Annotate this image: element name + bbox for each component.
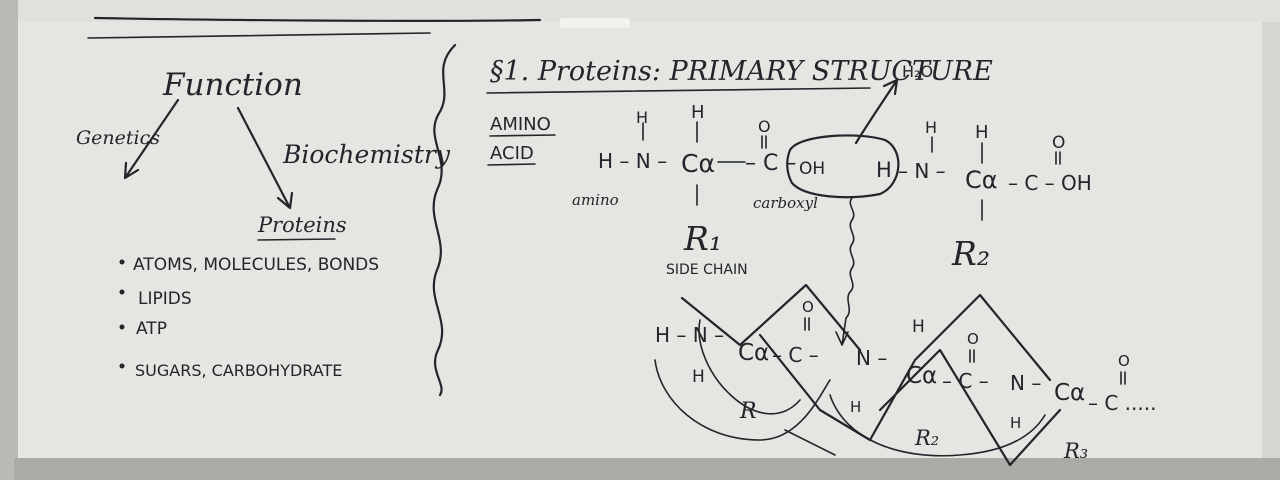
- chain-o2: O: [967, 330, 979, 348]
- backbone-tick: [784, 429, 836, 456]
- chain-start: H – N –: [655, 323, 724, 347]
- chain-o3-bond: [1120, 371, 1126, 385]
- board-bottom-ledge: [14, 458, 1280, 480]
- mol1-double-bond: [761, 135, 767, 149]
- mol1-r: R₁: [683, 219, 722, 258]
- mol2-double-bond: [1055, 151, 1061, 165]
- acid-label: ACID: [490, 143, 534, 164]
- bullet-sugars: SUGARS, CARBOHYDRATE: [135, 361, 342, 380]
- water-loop: [786, 134, 900, 199]
- amino-annotation: amino: [572, 191, 619, 209]
- arrow-to-genetics: [123, 98, 180, 180]
- chain-o1-bond: [804, 317, 810, 331]
- chain-end: – C .....: [1088, 391, 1156, 415]
- chain-o3: O: [1118, 352, 1130, 370]
- proteins-underline: [257, 238, 336, 241]
- carboxyl-annotation: carboxyl: [753, 194, 818, 212]
- arrow-to-proteins: [236, 106, 294, 210]
- side-chain-label: SIDE CHAIN: [666, 262, 748, 278]
- mol1-alpha-c: Cα: [681, 149, 715, 178]
- backbone-zigzag-2: [758, 293, 1052, 442]
- mol2-tail: – C – OH: [1008, 171, 1092, 195]
- bullet-atp: ATP: [136, 319, 167, 339]
- chain-h2: H: [912, 317, 925, 337]
- mol2-carbonyl-o: O: [1052, 133, 1065, 153]
- proteins-label: Proteins: [257, 213, 347, 237]
- wavy-divider: [432, 43, 457, 397]
- function-label: Function: [162, 67, 303, 103]
- water-label: H₂O: [902, 62, 933, 81]
- chain-n3: N –: [1010, 371, 1041, 395]
- bullet-3: [119, 324, 125, 330]
- bullet-lipids: LIPIDS: [138, 289, 192, 309]
- amino-label: AMINO: [490, 114, 551, 135]
- chain-n2-h: H: [850, 398, 861, 416]
- backbone-loop-2: [698, 319, 801, 415]
- chain-o2-bond: [969, 349, 975, 363]
- mol2-amine: – N –: [898, 159, 946, 183]
- backbone-loop-3: [829, 394, 1046, 457]
- bullet-4: [119, 363, 125, 369]
- board-right-edge: [1262, 22, 1280, 480]
- chain-start-h: H: [692, 367, 705, 387]
- board-clip: [560, 18, 630, 28]
- genetics-label: Genetics: [76, 127, 160, 149]
- whiteboard-surface: [14, 22, 1280, 470]
- mol2-r: R₂: [951, 234, 990, 273]
- chain-r1: R: [739, 399, 757, 424]
- bullet-2: [119, 289, 125, 295]
- bullet-atoms: ATOMS, MOLECULES, BONDS: [133, 255, 379, 275]
- mol2-amine-h: H: [925, 118, 937, 137]
- cut-top-writing: [93, 16, 542, 22]
- mol1-carbonyl-o: O: [758, 117, 771, 136]
- chain-r3: R₃: [1063, 439, 1088, 463]
- chain-n3-h: H: [1010, 414, 1021, 432]
- heading-underline: [486, 87, 871, 94]
- mol1-amine: H – N –: [598, 149, 667, 173]
- board-left-edge: [0, 0, 18, 480]
- chain-c2: – C –: [942, 369, 989, 393]
- mol1-oh: OH: [799, 159, 825, 179]
- mol2-h: H: [876, 158, 892, 182]
- top-underline: [87, 32, 431, 39]
- chain-n2: N –: [856, 346, 887, 370]
- section-heading: §1. Proteins: PRIMARY STRUCTURE: [490, 56, 993, 87]
- chain-ca3: Cα: [1054, 380, 1085, 406]
- backbone-zigzag-1: [680, 283, 862, 352]
- backbone-loop-1: [654, 359, 831, 441]
- biochemistry-label: Biochemistry: [282, 140, 451, 169]
- bullet-1: [119, 259, 125, 265]
- mol1-alpha-h: H: [691, 102, 705, 123]
- chain-ca1: Cα: [738, 340, 769, 366]
- mol2-alpha-c: Cα: [965, 166, 998, 194]
- chain-c1: – C –: [772, 343, 819, 367]
- chain-o1: O: [802, 298, 814, 316]
- mol2-alpha-h: H: [975, 122, 989, 143]
- chain-r2: R₂: [914, 426, 939, 450]
- backbone-zigzag-3: [878, 348, 1062, 467]
- amino-acid-underline: [487, 134, 556, 166]
- mol1-amine-h: H: [636, 108, 648, 127]
